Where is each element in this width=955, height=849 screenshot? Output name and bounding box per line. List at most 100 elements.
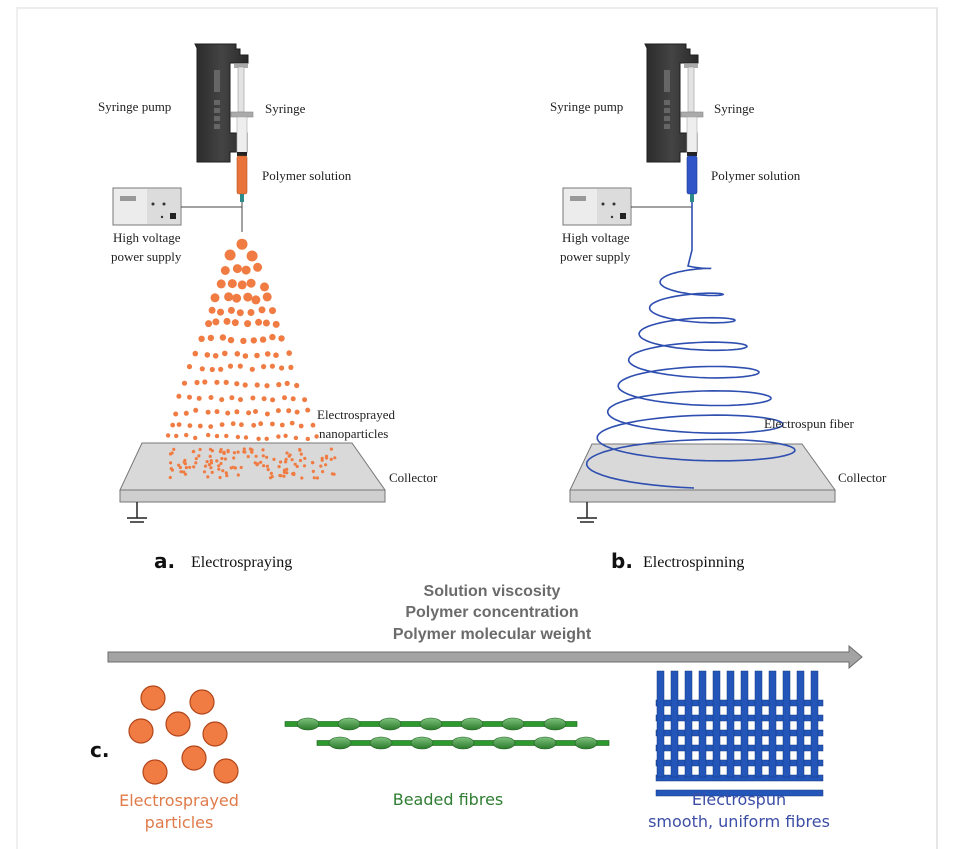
spray-droplet [235,434,241,440]
spray-droplet [282,395,287,401]
caption-electrospun: Electrospun [692,790,786,809]
particle [142,759,168,785]
spray-droplet [219,334,227,341]
spray-droplet [258,421,264,427]
spray-droplet [305,407,311,413]
spray-droplet [229,395,235,401]
spray-droplet [176,393,182,399]
bead [369,736,393,750]
spray-droplet [220,266,230,275]
spray-droplet [224,249,236,261]
deposited-particle [285,471,289,475]
panel-c-morphologies: c. Electrosprayed particles Beaded fibre… [90,670,830,832]
label-power-supply-2: power supply [560,249,631,264]
spray-droplet [264,383,270,389]
mesh-horizontal-fibre [655,759,824,767]
deposited-particle [246,455,250,459]
deposited-particle [284,457,288,461]
spray-droplet [258,306,266,314]
spray-droplet [256,436,261,441]
deposited-particle [268,476,273,480]
spray-droplet [264,436,269,441]
deposited-particle [178,465,182,470]
deposited-particle [291,472,295,476]
deposited-particle [282,470,286,474]
spray-droplet [253,262,263,272]
spray-droplet [234,351,241,357]
deposited-particle [298,448,302,452]
bead [501,717,525,731]
power-supply-icon [562,187,692,226]
panel-c-letter: c. [90,738,109,762]
deposited-particle [259,460,263,464]
mesh-horizontal-fibre [655,729,824,737]
deposited-particle [198,447,202,452]
spray-droplet [181,380,188,386]
spray-droplet [232,293,242,303]
polymer-solution-blue [686,155,698,195]
deposited-particle [282,474,286,478]
spray-droplet [290,396,296,402]
spray-droplet [289,420,295,426]
particle [128,718,154,744]
deposited-particle [168,475,172,480]
deposited-particle [329,457,333,461]
spray-droplet [222,350,228,357]
spray-droplet [186,364,193,370]
deposited-particle [225,474,229,478]
deposited-particle [312,476,316,480]
spray-droplet [259,336,267,343]
bead [533,736,557,750]
spray-droplet [205,320,213,328]
label-syringe: Syringe [265,101,306,116]
bead [328,736,352,750]
electrosprayed-particles-icon [128,685,239,785]
spray-droplet [260,282,269,292]
deposited-particle [208,454,212,458]
mesh-vertical-fibre [754,670,763,778]
factor-polymer-molecular-weight: Polymer molecular weight [393,626,592,643]
mesh-vertical-fibre [768,670,777,778]
deposited-particle [272,457,276,461]
deposited-particle [324,454,329,458]
panel-b-electrospinning: Syringe pump Syringe Polymer solution Hi… [550,43,887,573]
spray-droplet [294,409,300,415]
spray-droplet [208,395,214,400]
spray-droplet [243,435,249,440]
panel-a-electrospraying: Syringe pump Syringe Polymer solution Hi… [98,43,438,573]
deposited-particle [298,458,303,463]
label-power-supply-1: High voltage [562,230,630,245]
mesh-horizontal-fibre [655,789,824,797]
deposited-particle [194,457,198,461]
spray-droplet [212,318,220,326]
deposited-particle [219,461,223,466]
spray-droplet [294,382,300,389]
syringe-pump-icon [194,43,249,163]
spray-droplet [273,352,279,359]
spray-droplet [227,336,235,344]
spray-droplet [207,334,215,342]
label-polymer-solution: Polymer solution [262,168,352,183]
caption-electrosprayed: Electrosprayed [119,791,239,810]
deposited-particle [319,464,323,468]
spray-droplet [165,433,171,438]
spray-droplet [194,379,200,386]
mesh-vertical-fibre [712,670,721,778]
deposited-particle [217,464,221,468]
spray-droplet [286,350,293,356]
deposited-particle [217,467,221,471]
mesh-vertical-fibre [810,670,819,778]
deposited-particle [311,461,315,465]
label-power-supply-1: High voltage [113,230,181,245]
bead [451,736,475,750]
deposited-particle [262,464,266,468]
deposited-particle [210,449,214,453]
deposited-particle [170,451,174,455]
spray-droplet [183,410,189,416]
spray-droplet [202,379,208,385]
spray-droplet [246,250,258,262]
electrosprayed-particles-cone [165,238,319,442]
spray-droplet [212,353,219,359]
deposited-particle [236,473,240,477]
